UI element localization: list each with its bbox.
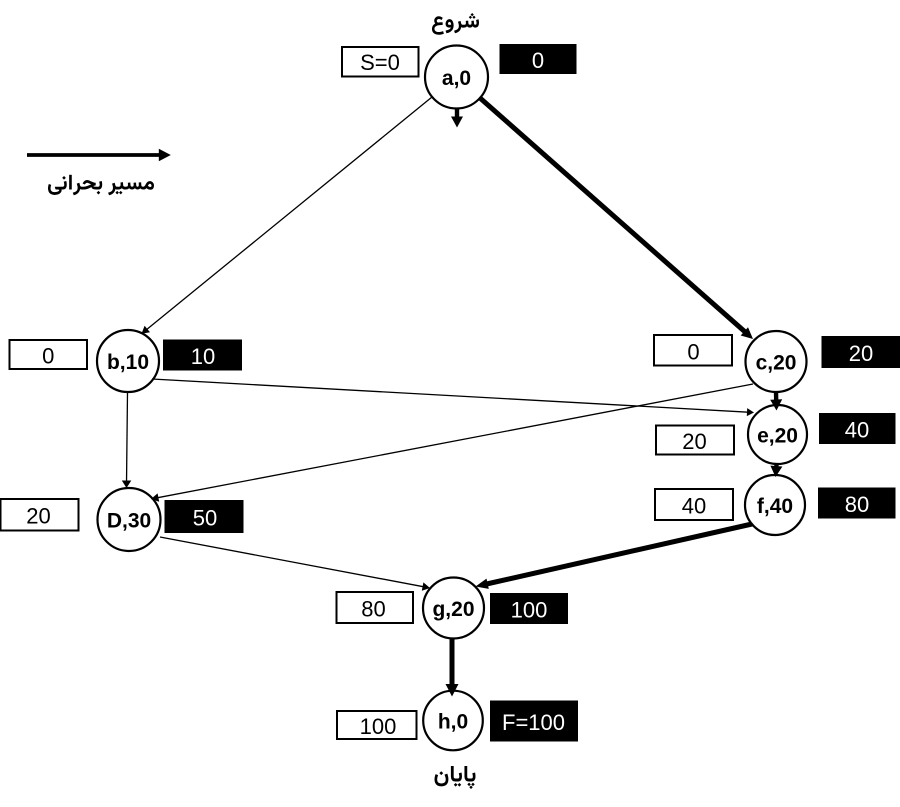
svg-text:g,20: g,20 [432,598,474,621]
svg-text:a,0: a,0 [442,67,471,90]
svg-text:50: 50 [193,506,217,531]
svg-text:c,20: c,20 [756,352,797,375]
svg-text:b,10: b,10 [107,351,149,374]
svg-text:F=100: F=100 [502,710,565,735]
svg-text:0: 0 [687,340,699,365]
svg-text:80: 80 [361,597,385,622]
svg-text:e,20: e,20 [757,425,798,448]
svg-text:40: 40 [682,494,706,519]
svg-text:100: 100 [360,714,397,739]
svg-text:20: 20 [849,341,873,366]
svg-text:20: 20 [682,429,706,454]
svg-text:S=0: S=0 [360,50,400,75]
svg-text:0: 0 [532,48,544,73]
svg-text:80: 80 [845,492,869,517]
svg-text:20: 20 [26,504,50,529]
svg-text:f,40: f,40 [757,495,793,518]
svg-text:100: 100 [511,598,548,623]
svg-text:h,0: h,0 [438,711,468,734]
svg-text:0: 0 [42,344,54,369]
svg-text:D,30: D,30 [107,510,151,533]
svg-text:40: 40 [845,418,869,443]
svg-text:10: 10 [191,344,215,369]
